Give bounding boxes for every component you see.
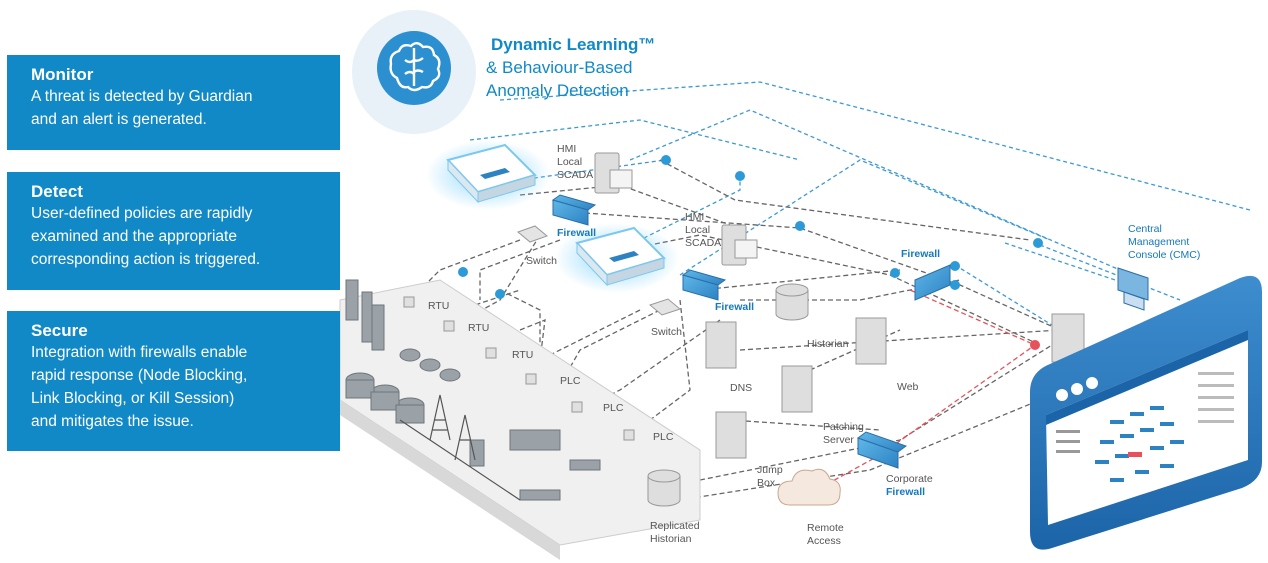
replicated-historian-label: Replicated Historian [650, 520, 700, 546]
historian-label: Historian [807, 338, 849, 350]
replicated-label-line1: Replicated [650, 520, 700, 532]
monitor-panel: Monitor A threat is detected by Guardian… [7, 55, 340, 150]
plc-label-3: PLC [653, 431, 674, 443]
rtu-label-3: RTU [512, 349, 534, 361]
hmi-label-1-line3: SCADA [557, 169, 594, 181]
firewall-label-c: Firewall [901, 248, 941, 260]
switch-label-1: Switch [526, 255, 557, 267]
guardian-appliance-1 [426, 140, 550, 210]
detect-text-1: User-defined policies are rapidly [31, 205, 253, 222]
replicated-label-line2: Historian [650, 533, 692, 545]
patching-label-line2: Server [823, 434, 854, 446]
secure-panel: Secure Integration with firewalls enable… [7, 311, 340, 451]
cmc-label: Central Management Console (CMC) [1128, 223, 1200, 262]
hmi-label-1-line1: HMI [557, 143, 577, 155]
detect-text-3: corresponding action is triggered. [31, 251, 261, 268]
cmc-display [1030, 275, 1262, 550]
secure-text-1: Integration with firewalls enable [31, 344, 248, 361]
hmi-label-2-line1: HMI [685, 211, 705, 223]
cmc-label-line3: Console (CMC) [1128, 249, 1201, 261]
switch-label-2: Switch [651, 326, 682, 338]
rtu-label-1: RTU [428, 300, 450, 312]
detect-title: Detect [31, 182, 83, 201]
jump-box-label-line2: Box [757, 477, 776, 489]
web-label: Web [897, 381, 919, 393]
firewall-icon [551, 194, 951, 469]
secure-text-4: and mitigates the issue. [31, 413, 194, 430]
alert-dot [1030, 340, 1040, 350]
firewall-label-b: Firewall [715, 301, 755, 313]
firewall-label-a: Firewall [557, 227, 597, 239]
brain-icon [352, 10, 476, 134]
hmi-label-2-line2: Local [685, 224, 711, 236]
header-subtitle-2: Anomaly Detection [486, 81, 629, 100]
corporate-firewall-label: Firewall [886, 486, 926, 498]
hmi-label-2-line3: SCADA [685, 237, 722, 249]
patching-server-label: Patching Server [823, 421, 864, 447]
hmi-label-2: HMI Local SCADA [685, 211, 721, 250]
hmi-label-1: HMI Local SCADA [557, 143, 593, 182]
monitor-title: Monitor [31, 65, 94, 84]
detect-text-2: examined and the appropriate [31, 228, 237, 245]
corporate-label: Corporate [886, 473, 933, 485]
cmc-label-line1: Central [1128, 223, 1162, 235]
remote-label-line1: Remote [807, 522, 844, 534]
secure-title: Secure [31, 321, 88, 340]
hmi-label-1-line2: Local [557, 156, 583, 168]
rtu-label-2: RTU [468, 322, 490, 334]
industrial-plant [339, 279, 701, 560]
jump-box-label-line1: Jump [757, 464, 783, 476]
rtu-plc-icon [403, 296, 635, 441]
plc-label-1: PLC [560, 375, 581, 387]
cmc-icon [1117, 267, 1149, 311]
plc-label-2: PLC [603, 402, 624, 414]
jump-box-label: Jump Box [757, 464, 783, 490]
guardian-appliance-2 [555, 223, 679, 293]
header-title: Dynamic Learning™ [491, 35, 656, 54]
remote-label-line2: Access [807, 535, 841, 547]
secure-text-3: Link Blocking, or Kill Session) [31, 390, 235, 407]
remote-access-label: Remote Access [807, 522, 844, 548]
cmc-label-line2: Management [1128, 236, 1190, 248]
dns-label: DNS [730, 382, 753, 394]
monitor-text-2: and an alert is generated. [31, 111, 207, 128]
header: Dynamic Learning™ & Behaviour-Based Anom… [486, 33, 655, 102]
database-icon [647, 283, 809, 507]
secure-text-2: rapid response (Node Blocking, [31, 367, 248, 384]
monitor-icon [609, 169, 758, 259]
header-subtitle-1: & Behaviour-Based [486, 58, 633, 77]
monitor-text-1: A threat is detected by Guardian [31, 88, 253, 105]
cloud-icon [777, 468, 841, 506]
detect-panel: Detect User-defined policies are rapidly… [7, 172, 340, 290]
switch-icon [517, 225, 682, 316]
patching-label-line1: Patching [823, 421, 864, 433]
